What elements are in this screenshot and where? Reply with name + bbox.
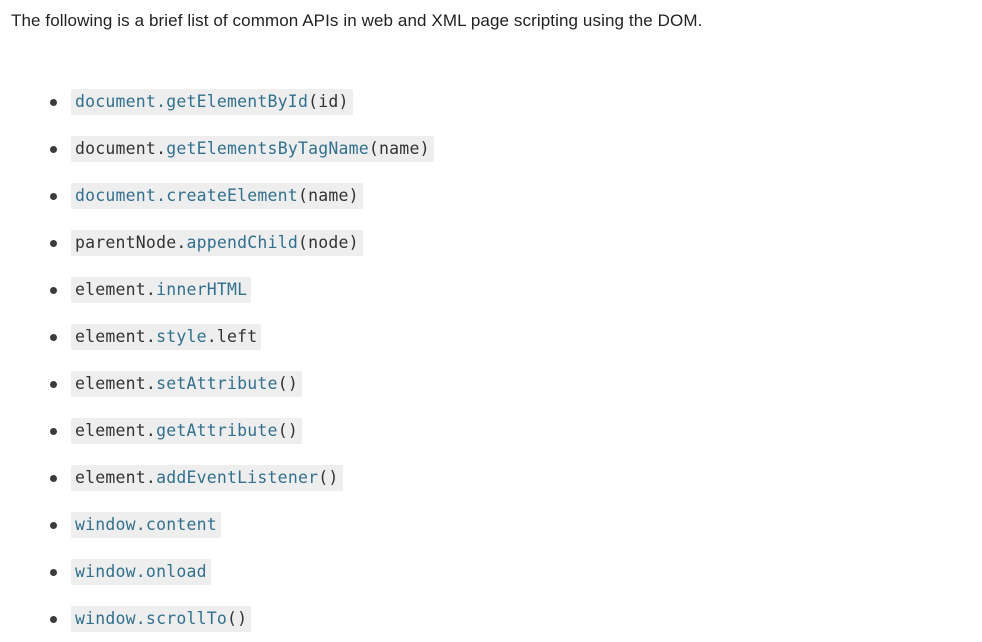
list-item: document.createElement(name)	[0, 172, 982, 219]
list-item: element.getAttribute()	[0, 407, 982, 454]
code-token: ()	[227, 608, 248, 628]
bullet-icon	[50, 475, 57, 482]
bullet-icon	[50, 193, 57, 200]
list-item: document.getElementsByTagName(name)	[0, 125, 982, 172]
api-code-snippet: element.style.left	[71, 323, 262, 350]
code-token: parentNode.	[75, 232, 187, 252]
code-token: ()	[318, 467, 339, 487]
code-token: getAttribute	[156, 420, 278, 440]
bullet-icon	[50, 287, 57, 294]
api-list: document.getElementById(id)document.getE…	[0, 78, 982, 642]
code-token: document.	[75, 138, 167, 158]
code-token: (node)	[297, 232, 359, 252]
list-item: parentNode.appendChild(node)	[0, 219, 982, 266]
api-code-snippet: parentNode.appendChild(node)	[71, 229, 363, 256]
list-item: element.setAttribute()	[0, 360, 982, 407]
list-item: window.onload	[0, 548, 982, 595]
code-token: element.	[75, 279, 157, 299]
bullet-icon	[50, 334, 57, 341]
code-token: element.	[75, 420, 157, 440]
code-token: style	[156, 326, 207, 346]
bullet-icon	[50, 99, 57, 106]
list-item: element.style.left	[0, 313, 982, 360]
code-token: window.scrollTo	[75, 608, 228, 628]
code-token: element.	[75, 373, 157, 393]
api-code-snippet: document.getElementById(id)	[71, 88, 353, 115]
api-code-snippet: element.setAttribute()	[71, 370, 302, 397]
bullet-icon	[50, 428, 57, 435]
api-code-snippet: element.addEventListener()	[71, 464, 343, 491]
api-code-snippet: element.innerHTML	[71, 276, 252, 303]
list-item: document.getElementById(id)	[0, 78, 982, 125]
code-token: (name)	[368, 138, 430, 158]
code-token: setAttribute	[156, 373, 278, 393]
code-token: window.onload	[75, 561, 207, 581]
list-item: window.content	[0, 501, 982, 548]
bullet-icon	[50, 381, 57, 388]
list-item: element.addEventListener()	[0, 454, 982, 501]
code-token: innerHTML	[156, 279, 248, 299]
api-code-snippet: element.getAttribute()	[71, 417, 302, 444]
bullet-icon	[50, 569, 57, 576]
bullet-icon	[50, 522, 57, 529]
list-item: element.innerHTML	[0, 266, 982, 313]
code-token: ()	[277, 373, 298, 393]
intro-paragraph: The following is a brief list of common …	[11, 11, 703, 30]
code-token: element.	[75, 467, 157, 487]
code-token: .left	[206, 326, 258, 346]
api-code-snippet: document.createElement(name)	[71, 182, 363, 209]
bullet-icon	[50, 616, 57, 623]
code-token: addEventListener	[156, 467, 319, 487]
code-token: element.	[75, 326, 157, 346]
code-token: window.content	[75, 514, 217, 534]
bullet-icon	[50, 146, 57, 153]
api-code-snippet: window.onload	[71, 558, 211, 585]
code-token: (id)	[308, 91, 349, 111]
code-token: document.getElementById	[75, 91, 309, 111]
bullet-icon	[50, 240, 57, 247]
code-token: ()	[277, 420, 298, 440]
code-token: document.createElement	[75, 185, 298, 205]
api-code-snippet: window.scrollTo()	[71, 605, 252, 632]
code-token: getElementsByTagName	[166, 138, 369, 158]
list-item: window.scrollTo()	[0, 595, 982, 642]
api-code-snippet: window.content	[71, 511, 221, 538]
code-token: (name)	[297, 185, 359, 205]
code-token: appendChild	[186, 232, 298, 252]
api-code-snippet: document.getElementsByTagName(name)	[71, 135, 434, 162]
